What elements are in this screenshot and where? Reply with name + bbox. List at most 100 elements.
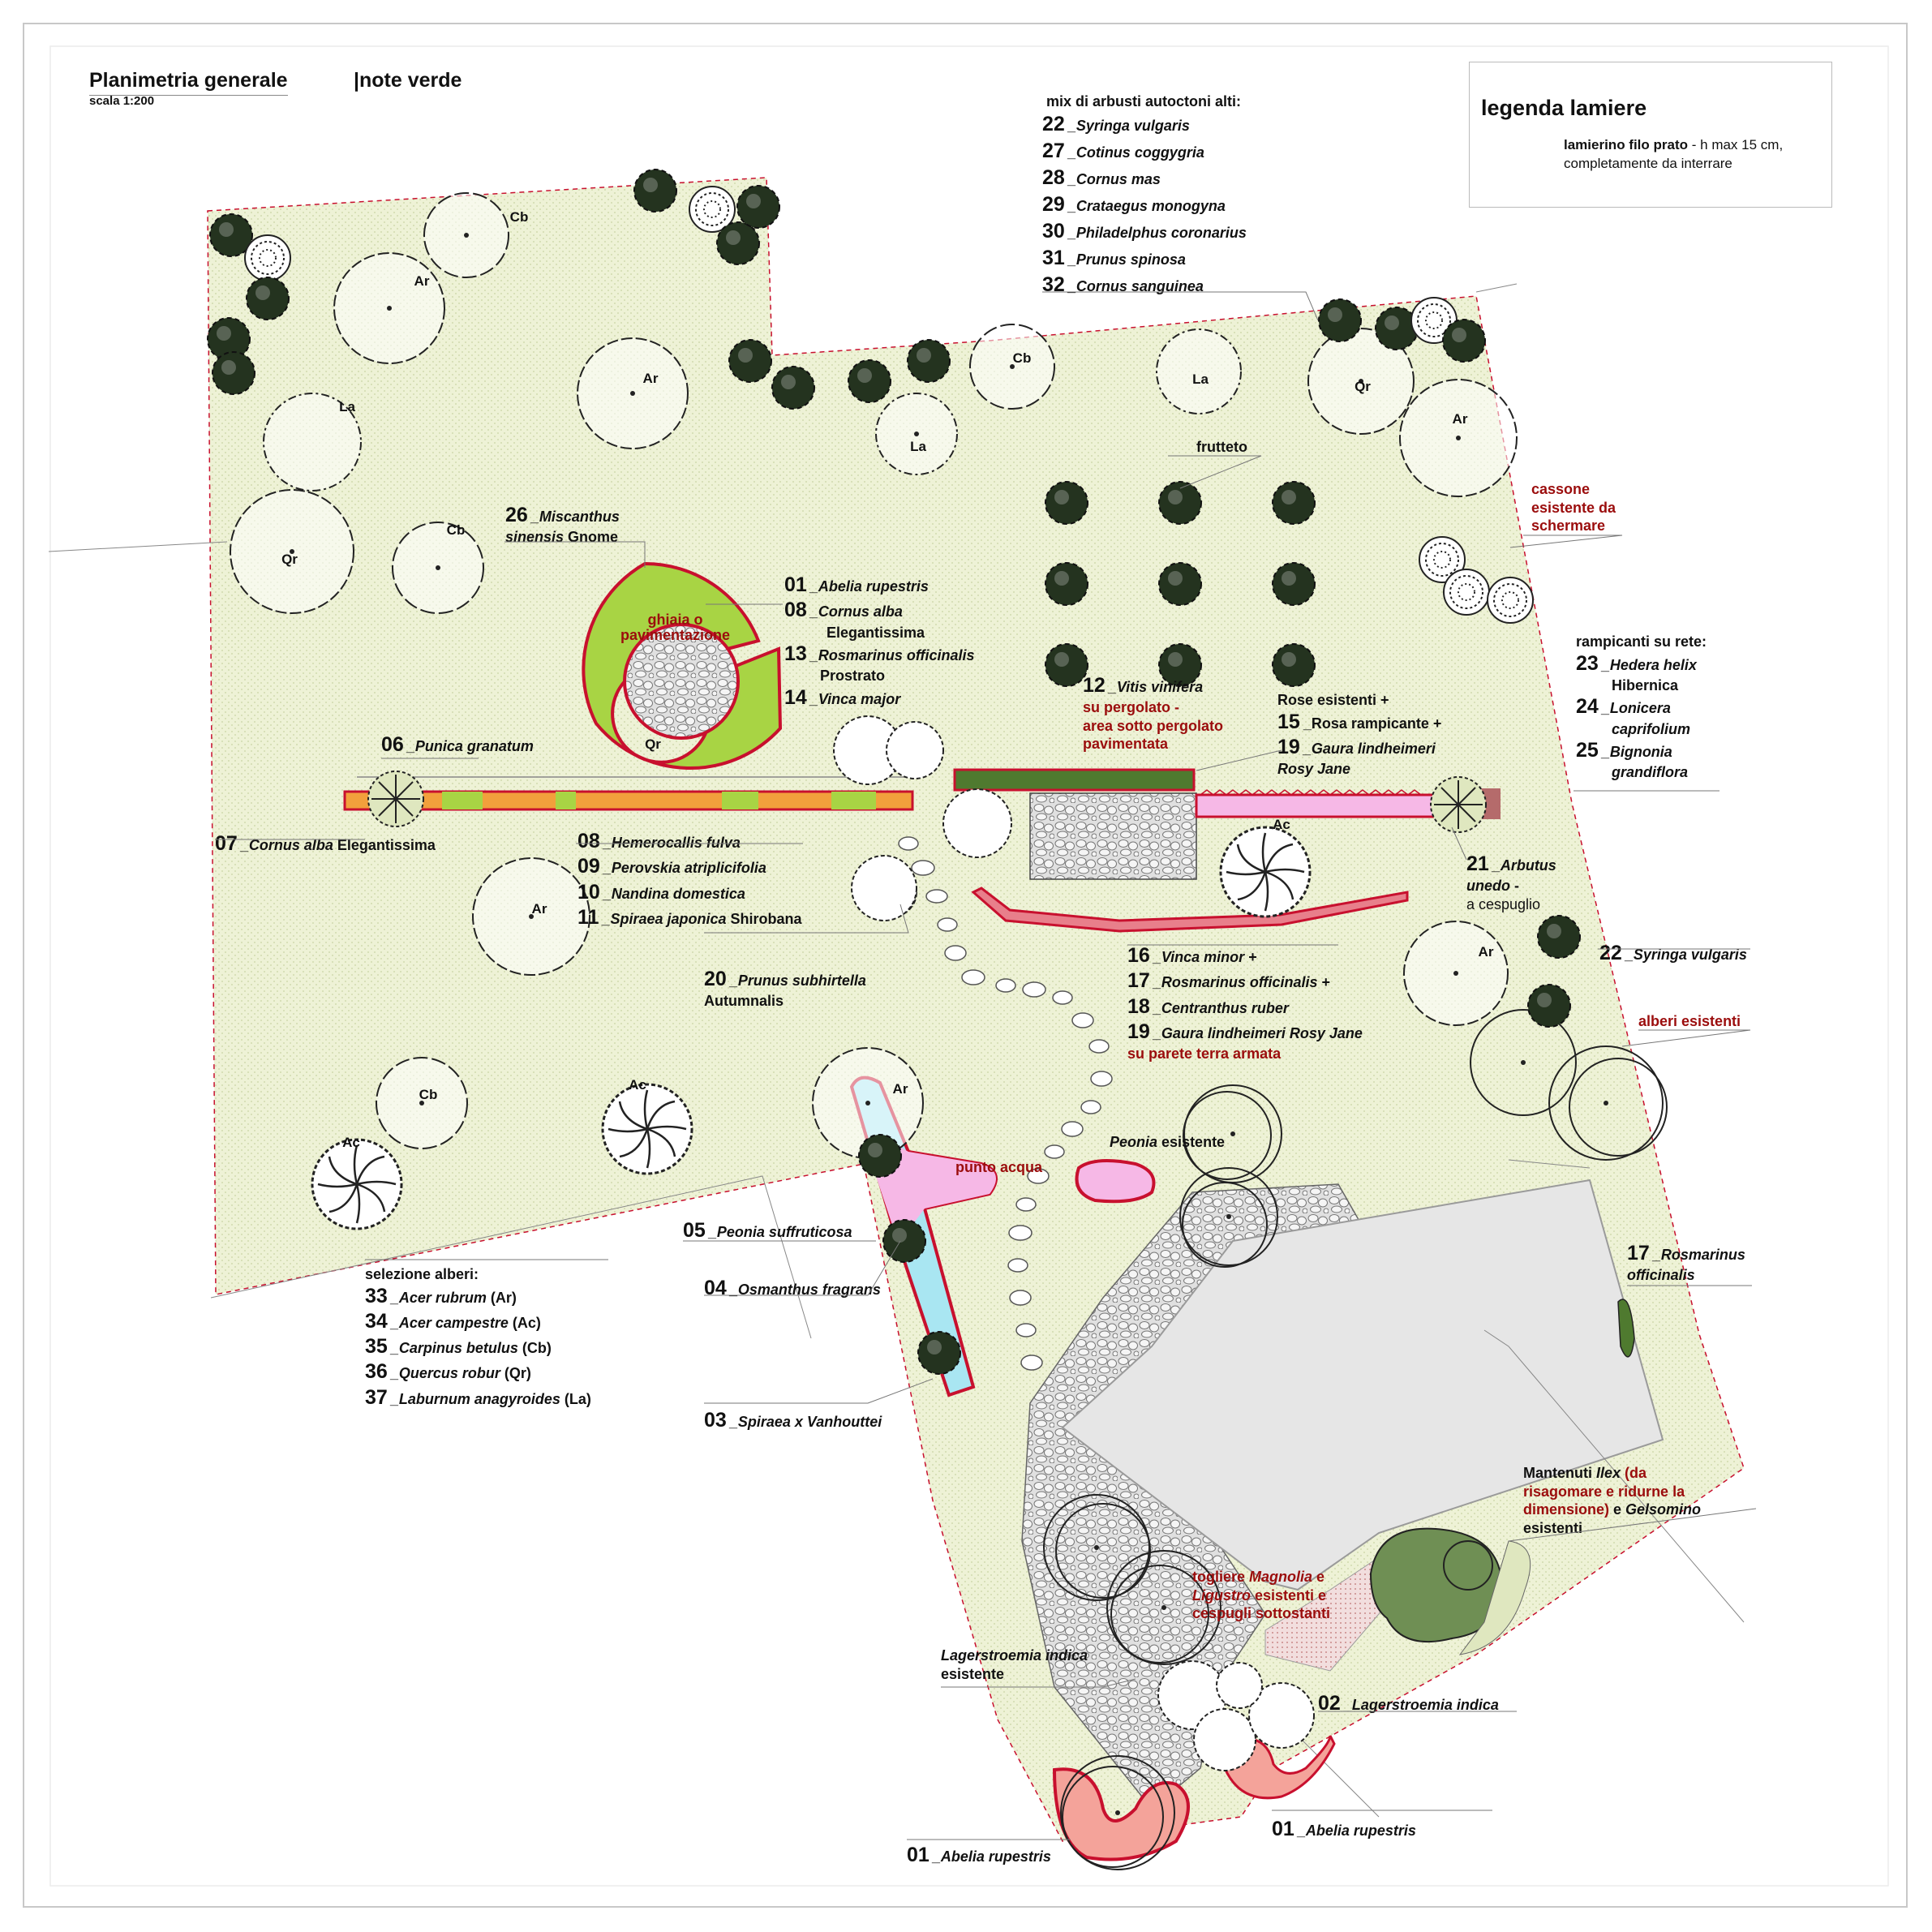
label-line: selezione alberi: <box>365 1266 479 1282</box>
label-species: _Cornus alba <box>809 603 903 620</box>
label-cornus-07: 07_Cornus alba Elegantissima <box>215 831 436 857</box>
label-line: Elegantissima <box>826 624 925 641</box>
label-species: _Hemerocallis fulva <box>603 835 741 851</box>
tree-code: Ar <box>531 901 547 917</box>
label-frutteto: frutteto <box>1196 439 1247 455</box>
label-line: 08_Cornus alba <box>784 598 975 623</box>
ghiaia-line: pavimentazione <box>620 626 731 643</box>
label-num: 10 <box>577 880 600 904</box>
label-species: _Cornus sanguinea <box>1067 278 1204 294</box>
shrub-mix-item: 27_Cotinus coggygria <box>1042 139 1247 165</box>
label-num: 03 <box>704 1409 727 1432</box>
label-species: _Rosmarinus <box>1652 1247 1745 1263</box>
label-line: 16_Vinca minor + <box>1127 943 1363 968</box>
label-line: caprifolium <box>1612 720 1691 737</box>
ghiaia-line: ghiaia o <box>647 612 703 628</box>
label-species: unedo <box>1466 878 1510 895</box>
tree-code: Cb <box>509 209 529 225</box>
label-species: _Peonia suffruticosa <box>708 1224 852 1240</box>
label-rose-group: Rose esistenti + 15_Rosa rampicante + 19… <box>1277 691 1441 779</box>
label-cultivar: Gnome <box>564 529 619 546</box>
label-species: Ligustro <box>1192 1586 1251 1604</box>
label-ghiaia: ghiaia o pavimentazione <box>620 612 730 643</box>
label-num: 14 <box>784 685 807 709</box>
label-code: (Qr) <box>500 1365 531 1382</box>
label-line: rampicanti su rete: <box>1576 633 1707 650</box>
label-num: 17 <box>1127 969 1150 993</box>
label-abelia-01-left: 01_Abelia rupestris <box>907 1843 1051 1868</box>
label-species: _Syringa vulgaris <box>1067 118 1190 134</box>
label-num: 01 <box>907 1844 930 1866</box>
label-species: _Gaura lindheimeri <box>1303 740 1436 757</box>
label-line: togliere Magnolia e <box>1192 1568 1330 1586</box>
label-abelia-01-right: 01_Abelia rupestris <box>1272 1817 1416 1842</box>
label-line: 12_Vitis vinifera <box>1083 673 1223 698</box>
label-line: Ligustro esistenti e <box>1192 1586 1330 1605</box>
legend-item: lamierino filo prato - h max 15 cm, <box>1564 136 1783 153</box>
label-species: _Miscanthus <box>530 509 620 525</box>
label-species: _Acer campestre <box>390 1314 509 1331</box>
label-num: 29 <box>1042 193 1065 216</box>
label-species: _Lonicera <box>1601 700 1671 717</box>
plan-title: Planimetria generale <box>89 68 288 97</box>
shrub-mix-item: 31_Prunus spinosa <box>1042 246 1247 273</box>
label-peonia-esistente: Peonia esistente <box>1110 1133 1225 1152</box>
label-species: _Bignonia <box>1601 744 1672 760</box>
label-num: 04 <box>704 1277 727 1299</box>
label-togliere: togliere Magnolia e Ligustro esistenti e… <box>1192 1568 1330 1623</box>
vitis-red-line: pavimentata <box>1083 736 1169 753</box>
label-species: _Philadelphus coronarius <box>1067 225 1247 241</box>
label-line: cespugli sottostanti <box>1192 1605 1331 1621</box>
label-cultivar: Shirobana <box>726 910 802 927</box>
label-line: unedo - <box>1466 877 1556 895</box>
label-line: 19_Gaura lindheimeri <box>1277 735 1441 760</box>
label-num: 08 <box>577 830 600 852</box>
section-title: |note verde <box>354 69 462 92</box>
label-species: Peonia <box>1110 1134 1158 1150</box>
label-prunus-20: 20_Prunus subhirtella Autumnalis <box>704 967 866 1011</box>
label-code: (Ar) <box>486 1289 517 1306</box>
label-mantenuti: Mantenuti Ilex (da risagomare e ridurne … <box>1523 1464 1701 1537</box>
label-species: _Cornus alba <box>240 837 333 853</box>
label-text: togliere <box>1192 1569 1250 1585</box>
label-species: _Gaura lindheimeri Rosy Jane <box>1153 1024 1363 1041</box>
label-line: 21_Arbutus <box>1466 852 1556 877</box>
label-peonia-05: 05_Peonia suffruticosa <box>683 1218 852 1243</box>
label-lagerstroemia-esistente: Lagerstroemia indica esistente <box>941 1646 1088 1683</box>
label-text: - <box>1510 878 1519 895</box>
label-species: _Crataegus monogyna <box>1067 198 1226 214</box>
label-num: 32 <box>1042 273 1065 296</box>
label-text: e <box>1609 1501 1626 1518</box>
label-num: 23 <box>1576 651 1599 675</box>
label-line: officinalis <box>1627 1267 1695 1284</box>
tree-code: Ar <box>1478 944 1494 960</box>
label-line: 36_Quercus robur (Qr) <box>365 1359 591 1385</box>
label-species: Gelsomino <box>1625 1501 1702 1518</box>
label-line: 09_Perovskia atriplicifolia <box>577 854 802 879</box>
label-num: 05 <box>683 1219 706 1242</box>
label-species: _Punica granatum <box>406 738 534 754</box>
label-line: 14_Vinca major <box>784 685 975 711</box>
tree-code: Qr <box>645 736 661 752</box>
label-vitis: 12_Vitis vinifera su pergolato - area so… <box>1083 673 1223 753</box>
label-text: esistente <box>1157 1134 1226 1150</box>
label-osmanthus-04: 04_Osmanthus fragrans <box>704 1276 881 1301</box>
label-line: Lagerstroemia indica <box>941 1647 1088 1664</box>
shrub-mix-title: mix di arbusti autoctoni alti: <box>1046 93 1242 109</box>
label-num: 11 <box>577 905 599 929</box>
label-species: _Abelia rupestris <box>1297 1823 1416 1839</box>
shrub-mix-item: 30_Philadelphus coronarius <box>1042 219 1247 246</box>
label-species: _Lagerstroemia indica <box>1343 1697 1499 1713</box>
legend-item-bold: lamierino filo prato <box>1564 137 1689 152</box>
label-num: 36 <box>365 1360 388 1384</box>
label-species: _Hedera helix <box>1601 656 1697 673</box>
label-num: 01 <box>784 573 807 596</box>
label-species: _Nandina domestica <box>603 885 745 902</box>
label-line: 17_Rosmarinus <box>1627 1241 1745 1266</box>
label-text: Mantenuti <box>1523 1465 1596 1481</box>
label-species: _Cotinus coggygria <box>1067 144 1204 161</box>
label-species: _Prunus subhirtella <box>729 972 866 989</box>
tree-code: Cb <box>419 1087 438 1102</box>
